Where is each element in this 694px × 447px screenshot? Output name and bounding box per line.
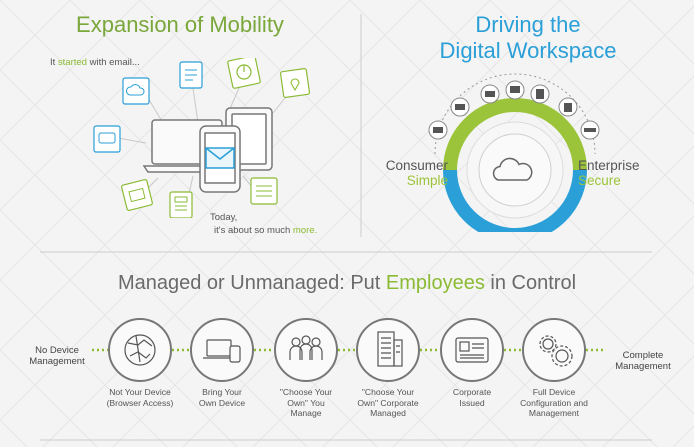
step-circle <box>356 318 420 382</box>
green-ring-arc <box>443 98 587 171</box>
globe-icon <box>124 334 156 366</box>
enterprise-label: Enterprise Secure <box>578 158 640 188</box>
devices-icon <box>203 339 241 363</box>
step-circle <box>274 318 338 382</box>
step-circle <box>108 318 172 382</box>
gears-icon <box>539 335 573 367</box>
no-device-management-label: No Device Management <box>29 345 85 367</box>
pie-chart-app-icon <box>227 58 261 89</box>
complete-management-label: Complete Management <box>615 350 671 372</box>
building-icon <box>377 331 403 367</box>
intro-text: It started with email... <box>50 57 140 68</box>
cloud-icon <box>492 157 533 181</box>
management-spectrum <box>92 318 604 382</box>
mobility-illustration <box>93 58 311 218</box>
step-circle <box>440 318 504 382</box>
id-card-icon <box>455 337 489 363</box>
mobility-title: Expansion of Mobility <box>76 12 284 37</box>
control-title: Managed or Unmanaged: Put Employees in C… <box>117 272 577 294</box>
mail-app-icon <box>121 179 153 211</box>
step-circle <box>190 318 254 382</box>
step-label-1: Not Your Device(Browser Access) <box>106 387 174 408</box>
cloud-app-icon <box>122 77 150 105</box>
calculator-app-icon <box>169 191 193 218</box>
consumer-label: Consumer Simple <box>385 158 448 188</box>
location-pin-app-icon <box>279 67 311 99</box>
chat-app-icon <box>93 125 121 153</box>
calendar-app-icon <box>250 177 278 205</box>
outro-text: Today, it's about so much more. <box>210 212 318 236</box>
workspace-diagram <box>428 73 600 232</box>
people-icon <box>289 335 323 360</box>
document-app-icon <box>179 61 203 89</box>
workspace-title: Driving the Digital Workspace <box>439 12 617 63</box>
blue-ring-arc <box>443 169 587 232</box>
email-envelope-icon <box>205 147 235 169</box>
